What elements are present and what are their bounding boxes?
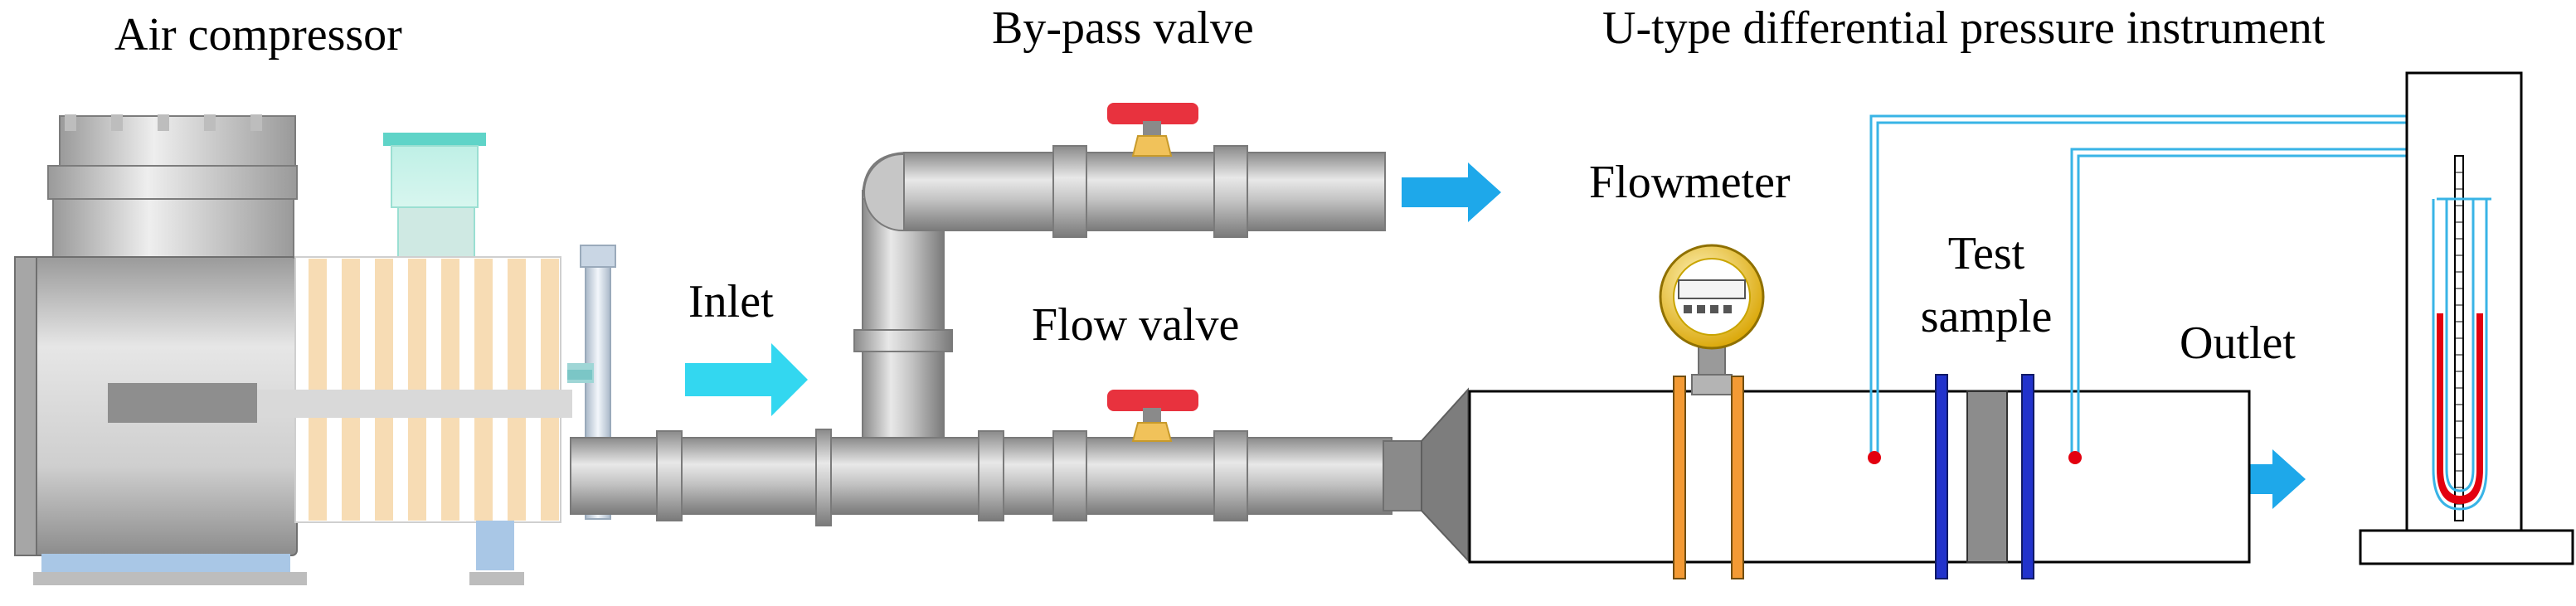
test-sample-label-line1: Test xyxy=(1947,228,2025,279)
orange-flange xyxy=(1731,376,1744,579)
u-type-instrument-label: U-type differential pressure instrument xyxy=(1602,2,2326,54)
test-duct xyxy=(1468,390,2251,564)
u-tube-manometer xyxy=(2359,71,2574,565)
test-sample xyxy=(1935,374,2034,579)
air-compressor-label: Air compressor xyxy=(114,9,402,61)
flowmeter-label: Flowmeter xyxy=(1589,157,1791,208)
outlet-label: Outlet xyxy=(2180,318,2296,369)
bypass-pipe xyxy=(853,145,1386,439)
orange-flange xyxy=(1673,376,1686,579)
air-compressor xyxy=(14,114,616,585)
main-pipe xyxy=(570,387,1469,563)
bypass-arrow-icon xyxy=(1402,162,1501,222)
pressure-tap-downstream xyxy=(2068,451,2082,464)
inlet-label: Inlet xyxy=(688,276,774,327)
flow-valve-label: Flow valve xyxy=(1032,299,1240,351)
inlet-arrow-icon xyxy=(685,343,808,416)
test-sample-label-line2: sample xyxy=(1920,291,2053,342)
flowmeter-gauge-icon xyxy=(1659,244,1765,395)
bypass-valve-icon[interactable] xyxy=(1107,103,1198,157)
bypass-valve-label: By-pass valve xyxy=(992,2,1254,54)
pressure-tap-upstream xyxy=(1868,451,1881,464)
flow-valve-icon[interactable] xyxy=(1107,390,1198,442)
